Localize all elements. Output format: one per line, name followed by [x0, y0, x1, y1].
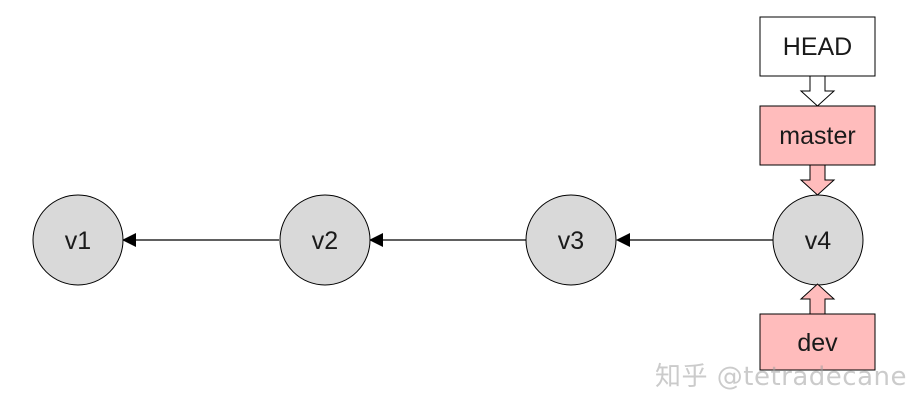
dev-box — [759, 313, 876, 371]
head-box — [759, 16, 876, 77]
commit-circle — [32, 194, 124, 286]
commit-v1: v1 — [32, 194, 124, 286]
ref-master: master — [759, 105, 876, 166]
dev-label: dev — [797, 329, 838, 357]
ref-dev: dev — [759, 313, 876, 371]
commit-v3: v3 — [525, 194, 617, 286]
commit-circle — [279, 194, 371, 286]
watermark: 知乎 @tetradecane — [655, 362, 907, 392]
master-to-v4-arrow — [799, 164, 836, 196]
commit-v2: v2 — [279, 194, 371, 286]
head-to-master-arrow — [799, 75, 836, 107]
commit-label: v2 — [312, 227, 338, 255]
commit-label: v3 — [558, 227, 584, 255]
commit-label: v1 — [65, 227, 91, 255]
commit-label: v4 — [805, 227, 832, 255]
head-label: HEAD — [783, 33, 852, 61]
master-box — [759, 105, 876, 166]
ref-head: HEAD — [759, 16, 876, 77]
commit-v4: v4 — [772, 194, 864, 286]
commit-circle — [525, 194, 617, 286]
dev-to-v4-arrow — [799, 283, 836, 315]
master-label: master — [779, 122, 855, 150]
